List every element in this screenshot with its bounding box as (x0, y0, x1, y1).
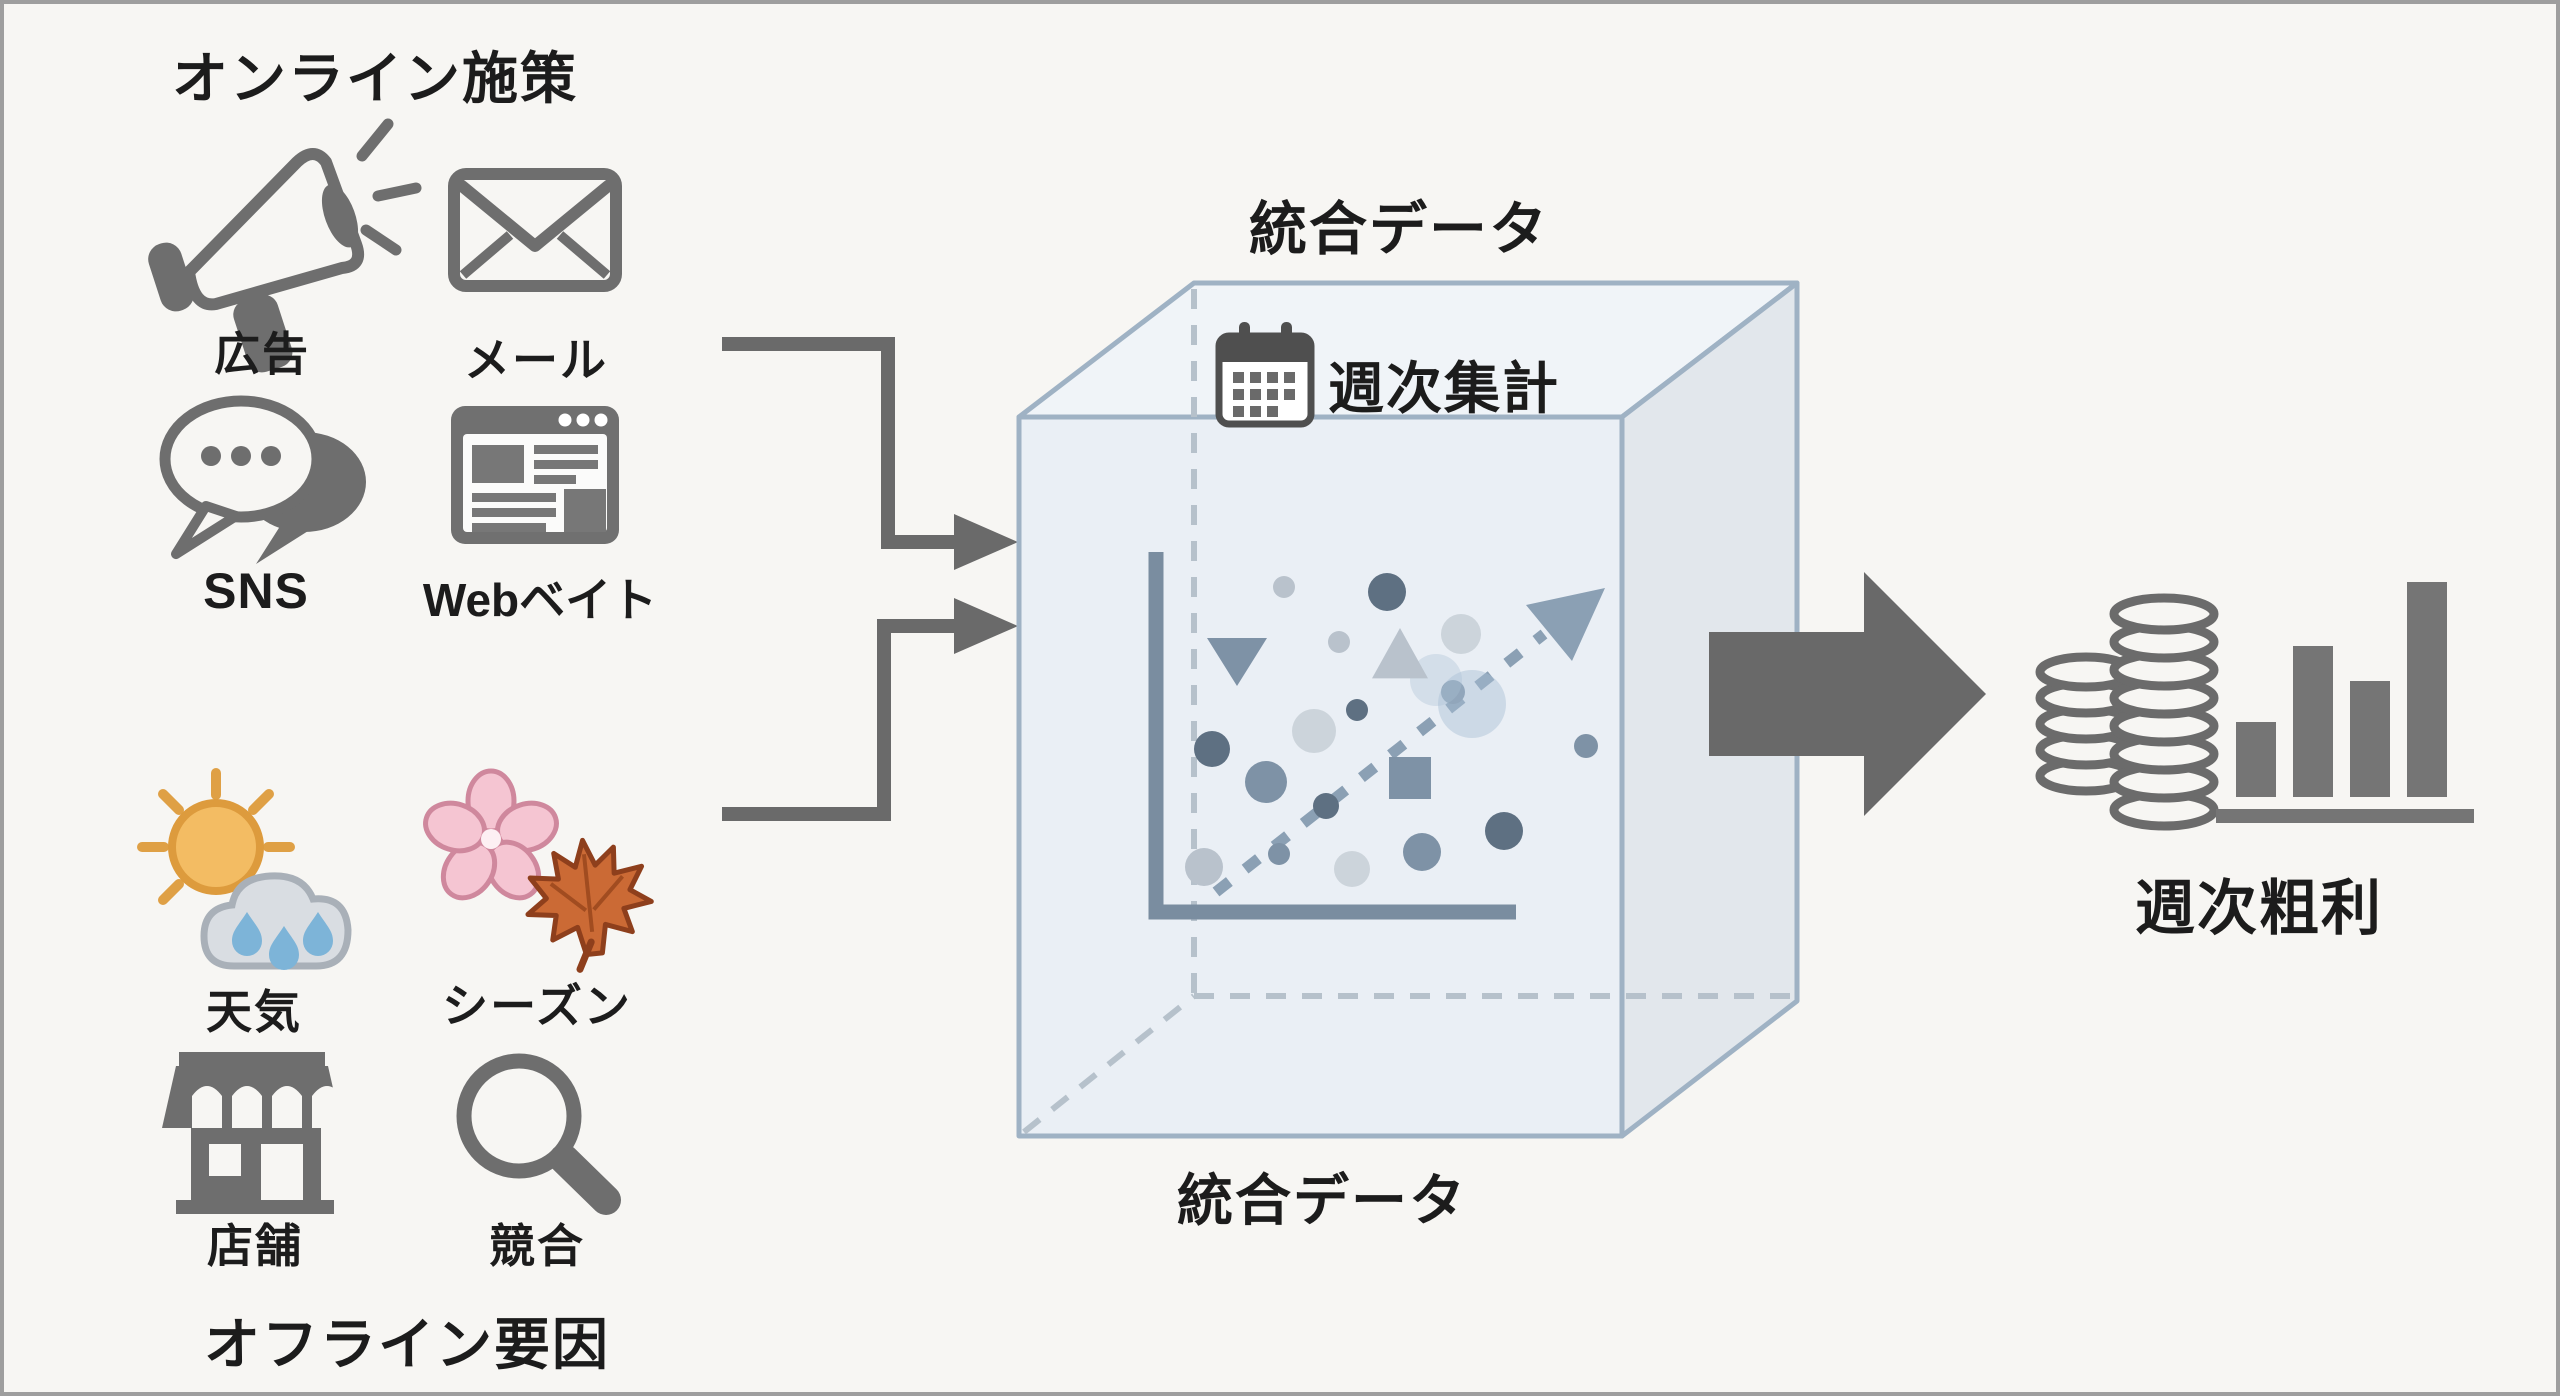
scatter-point (1273, 576, 1295, 598)
cube-top-label: 統合データ (1248, 197, 1550, 262)
cube-to-output-arrow (1709, 572, 1986, 816)
cherry-blossom-icon (423, 768, 559, 901)
coin-stack-icon (2035, 593, 2219, 831)
weather-icon (137, 768, 352, 970)
bar-chart-bar (2350, 681, 2390, 797)
scatter-point (1328, 631, 1350, 653)
maple-leaf-icon (525, 837, 654, 973)
scatter-point (1403, 833, 1441, 871)
scatter-point (1410, 654, 1462, 706)
raindrops-icon (232, 912, 333, 970)
magnifier-icon (456, 1053, 621, 1215)
label-sns: SNS (203, 563, 309, 619)
storefront-icon (162, 1052, 342, 1214)
label-season: シーズン (442, 980, 632, 1032)
scatter-point (1438, 670, 1506, 738)
browser-icon (451, 406, 619, 544)
bar-chart-bar (2407, 582, 2447, 797)
cube-bottom-label: 統合データ (1177, 1169, 1467, 1232)
scatter-point (1441, 680, 1465, 704)
trend-dashed-line (1212, 629, 1548, 897)
scatter-point (1194, 731, 1230, 767)
weekly-gross-profit-label: 週次粗利 (2135, 875, 2383, 942)
scatter-point (1313, 793, 1339, 819)
scatter-plot (1148, 552, 1605, 920)
scatter-point (1368, 573, 1406, 611)
weekly-aggregation-label: 週次集計 (1328, 357, 1560, 420)
coin-stack-right (2109, 593, 2219, 831)
calendar-icon (1215, 322, 1315, 428)
bar-chart-bar (2236, 722, 2276, 797)
online-to-cube-arrow (722, 337, 1018, 570)
bar-chart-icon (2216, 582, 2474, 823)
label-ads: 広告 (214, 328, 310, 380)
chat-bubbles-icon (159, 395, 366, 564)
diagram-graphics (137, 118, 2474, 1215)
scatter-point (1372, 628, 1428, 679)
bar-chart-baseline (2216, 809, 2474, 823)
scatter-points (1185, 573, 1598, 887)
scatter-point (1334, 851, 1370, 887)
scatter-point (1185, 848, 1223, 886)
label-mail: メール (464, 334, 608, 386)
megaphone-icon (148, 118, 422, 373)
label-store: 店舗 (207, 1220, 303, 1272)
scatter-point (1574, 734, 1598, 758)
bar-chart-bar (2293, 646, 2333, 797)
offline-to-cube-arrow (722, 598, 1018, 821)
scatter-point (1389, 757, 1431, 799)
scatter-point (1485, 812, 1523, 850)
scatter-point (1441, 614, 1481, 654)
trend-arrowhead-icon (1526, 588, 1605, 661)
envelope-icon (448, 168, 622, 292)
label-weather: 天気 (206, 986, 302, 1038)
scatter-point (1268, 843, 1290, 865)
label-competitor: 競合 (489, 1220, 585, 1272)
seasons-icon (423, 768, 654, 973)
offline-group-title: オフライン要因 (204, 1313, 610, 1376)
scatter-point (1245, 761, 1287, 803)
scatter-point (1207, 638, 1267, 686)
label-website: Webベイト (422, 574, 658, 626)
scatter-point (1346, 699, 1368, 721)
data-cube (1016, 280, 1800, 1139)
scatter-axes (1148, 552, 1516, 920)
cube-front-face (1016, 414, 1625, 1139)
online-group-title: オンライン施策 (172, 47, 578, 110)
scatter-point (1292, 709, 1336, 753)
sun-icon (168, 799, 264, 895)
